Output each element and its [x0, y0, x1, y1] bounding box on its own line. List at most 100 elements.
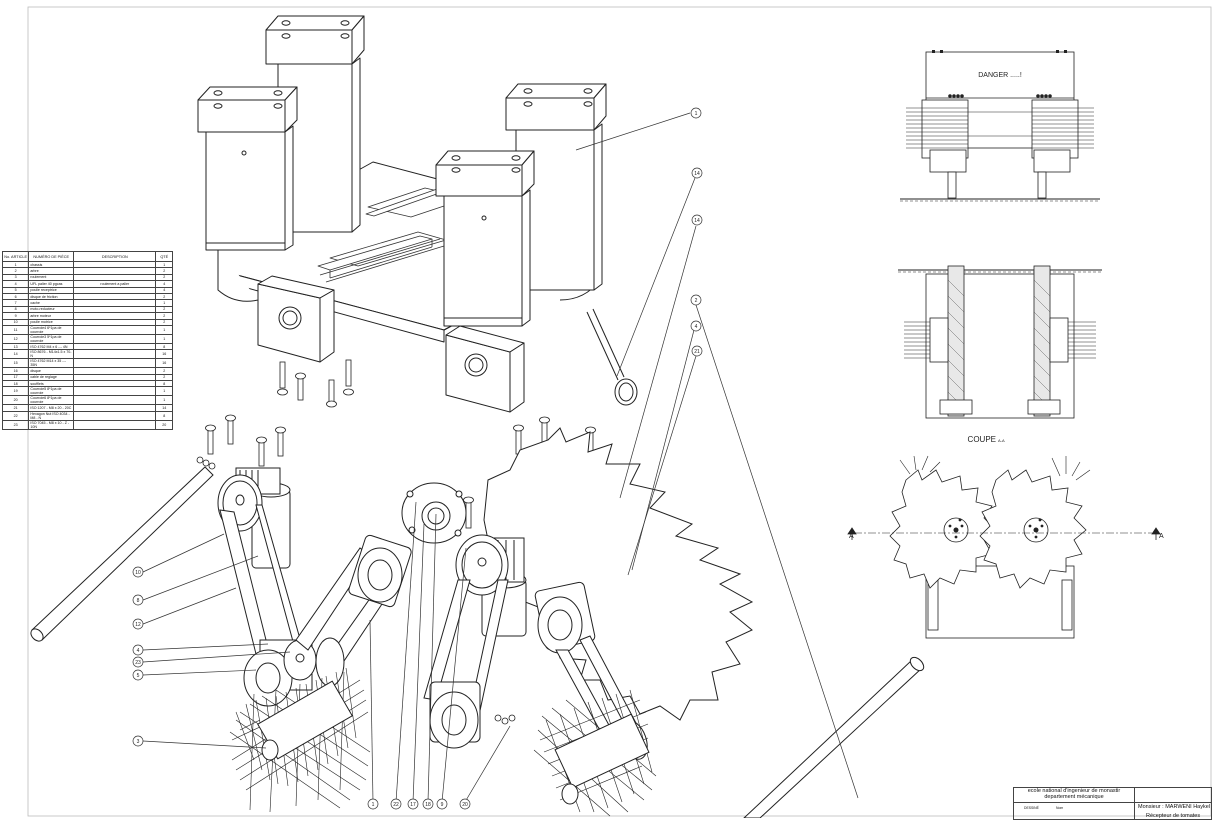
bom-item-number: 12 — [1, 333, 30, 344]
danger-label: DANGER .....! — [978, 72, 1022, 79]
bom-quantity: 2 — [155, 312, 173, 320]
chassis-isometric-view — [197, 15, 638, 413]
item-balloons: 1 14 14 2 4 21 10 8 12 4 23 5 3 1 22 17 … — [132, 107, 703, 810]
balloon-12: 12 — [132, 618, 144, 630]
section-title: COUPE — [968, 435, 996, 444]
svg-text:12: 12 — [135, 622, 141, 628]
bom-part-name: Courroie4 6*1pa de courroie — [28, 324, 75, 335]
bom-item-number: 3 — [1, 273, 30, 282]
svg-text:14: 14 — [694, 171, 700, 177]
bom-description — [73, 380, 157, 388]
svg-text:3: 3 — [137, 739, 140, 745]
left-shaft — [30, 466, 214, 642]
bom-item-number: 11 — [1, 324, 30, 335]
bom-quantity: 8 — [155, 342, 173, 351]
bom-description — [73, 299, 157, 307]
bom-header-description: DESCRIPTION — [73, 251, 157, 262]
bom-description — [73, 260, 157, 269]
bom-item-number: 15 — [1, 358, 30, 369]
bom-description — [73, 273, 157, 282]
bom-description — [73, 318, 157, 326]
bom-item-number: 20 — [1, 395, 30, 406]
bom-quantity: 8 — [155, 410, 173, 421]
bom-quantity: 16 — [155, 349, 173, 360]
bom-quantity: 1 — [155, 395, 173, 406]
bom-quantity: 4 — [155, 280, 173, 288]
bom-quantity: 2 — [155, 318, 173, 326]
right-shaft — [743, 656, 925, 818]
balloon-1: 1 — [367, 798, 379, 810]
svg-text:10: 10 — [135, 570, 141, 576]
balloon-1: 1 — [690, 107, 702, 119]
balloon-17: 17 — [407, 798, 419, 810]
right-drive-assembly — [423, 534, 648, 761]
bom-quantity: 2 — [155, 373, 173, 382]
bom-quantity: 2 — [155, 273, 173, 282]
svg-text:18: 18 — [425, 802, 431, 808]
bom-item-number: 9 — [1, 312, 30, 320]
bom-quantity: 1 — [155, 260, 173, 269]
bom-description — [73, 286, 157, 294]
bom-item-number: 19 — [1, 386, 30, 397]
balloon-4: 4 — [132, 644, 144, 656]
section-marker-right: A — [1159, 533, 1164, 540]
bom-quantity: 14 — [155, 404, 173, 412]
svg-text:4: 4 — [137, 648, 140, 654]
bom-quantity: 20 — [155, 419, 173, 430]
balloon-3: 3 — [132, 735, 144, 747]
balloon-5: 5 — [132, 669, 144, 681]
bom-item-number: 21 — [1, 404, 30, 412]
balloon-14: 14 — [691, 214, 703, 226]
svg-text:1: 1 — [695, 111, 698, 117]
balloon-20: 20 — [459, 798, 471, 810]
bom-description — [73, 292, 157, 301]
bom-item-number: 17 — [1, 373, 30, 382]
balloon-18: 18 — [422, 798, 434, 810]
section-suffix: A-A — [998, 438, 1005, 443]
balloon-22: 22 — [390, 798, 402, 810]
bom-description — [73, 395, 157, 406]
bom-item-number: 23 — [1, 419, 30, 430]
svg-text:14: 14 — [694, 218, 700, 224]
bom-quantity: 2 — [155, 267, 173, 275]
bom-item-number: 16 — [1, 367, 30, 375]
drawing-title: Récepteur de tomates — [1146, 813, 1201, 819]
left-brush — [229, 667, 371, 813]
bom-part-name: Hexagon Nut ISO 4034 - M8 - N — [28, 410, 75, 421]
bom-header-row: No. ARTICLE NUMÉRO DE PIÈCE DESCRIPTION … — [1, 251, 173, 262]
svg-text:23: 23 — [135, 660, 141, 666]
bill-of-materials-table: No. ARTICLE NUMÉRO DE PIÈCE DESCRIPTION … — [1, 251, 173, 430]
bom-description — [73, 404, 157, 412]
bom-description — [73, 373, 157, 382]
bom-quantity: 4 — [155, 286, 173, 294]
bom-part-name: Courroie5 8*1pa de courroie — [28, 386, 75, 397]
balloon-4: 4 — [690, 320, 702, 332]
section-marker-left: A — [849, 533, 854, 540]
left-drive-assembly — [217, 467, 412, 707]
bom-part-name: Courroie6 8*1pa de courroie — [28, 395, 75, 406]
bom-description — [73, 333, 157, 344]
bom-quantity: 1 — [155, 386, 173, 397]
center-plate — [401, 482, 467, 544]
bom-item-number: 4 — [1, 280, 30, 288]
bom-description — [73, 342, 157, 351]
svg-text:21: 21 — [694, 349, 700, 355]
balloon-14: 14 — [691, 167, 703, 179]
svg-text:22: 22 — [393, 802, 399, 808]
bom-part-name: Courroie3 5*1pa de courroie — [28, 333, 75, 344]
